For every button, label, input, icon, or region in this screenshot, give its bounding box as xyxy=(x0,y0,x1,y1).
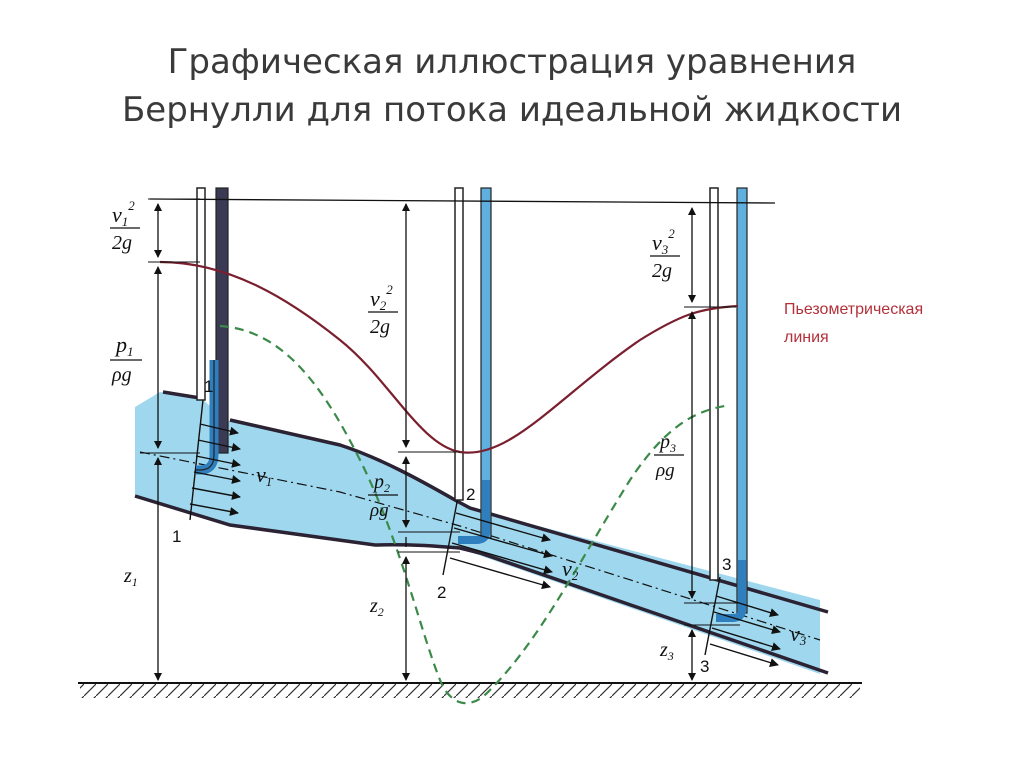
piezometer-tube-3 xyxy=(709,187,748,622)
piezometric-label-line-1: Пьезометрическая xyxy=(784,301,923,318)
slide-title: Графическая иллюстрация уравнения Бернул… xyxy=(0,38,1024,134)
dimension-ticks xyxy=(140,198,740,626)
svg-text:2g: 2g xyxy=(370,316,390,338)
fluid-body xyxy=(135,392,820,674)
svg-text:p2: p2 xyxy=(372,471,390,495)
title-line-1: Графическая иллюстрация уравнения xyxy=(167,42,857,82)
svg-text:v12: v12 xyxy=(112,198,135,229)
label-flow-v1: v1 xyxy=(256,462,272,489)
section-2-top: 2 xyxy=(466,485,475,504)
svg-text:2g: 2g xyxy=(652,260,672,282)
label-z1: z1 xyxy=(123,565,138,589)
section-2-bottom: 2 xyxy=(437,583,446,602)
svg-text:ρg: ρg xyxy=(111,364,132,386)
piezometric-label-line-2: линия xyxy=(784,329,829,346)
label-v3-squared-over-2g: v32 2g xyxy=(650,226,680,282)
ground xyxy=(78,682,862,698)
svg-text:v22: v22 xyxy=(370,282,393,313)
label-v2-squared-over-2g: v22 2g xyxy=(368,282,398,338)
pipe-centerline xyxy=(139,451,821,641)
dashed-curve xyxy=(219,324,731,705)
label-flow-v2: v2 xyxy=(562,556,579,583)
label-p2-over-rho-g: p2 ρg xyxy=(368,471,398,521)
section-3-top: 3 xyxy=(722,555,731,574)
velocity-profile-1 xyxy=(189,423,241,516)
svg-text:p1: p1 xyxy=(114,332,134,359)
velocity-profile-3 xyxy=(709,595,781,667)
piezometer-tube-1 xyxy=(196,187,229,475)
label-z2: z2 xyxy=(369,595,384,619)
label-flow-v3: v3 xyxy=(790,621,807,648)
label-p1-over-rho-g: p1 ρg xyxy=(110,332,142,386)
piezometer-tube-2 xyxy=(454,187,492,544)
section-3-bottom: 3 xyxy=(700,657,709,676)
section-lines xyxy=(189,399,721,656)
velocity-profile-2 xyxy=(449,512,553,590)
svg-text:v32: v32 xyxy=(652,226,675,257)
svg-text:ρg: ρg xyxy=(655,460,675,481)
energy-line xyxy=(149,198,776,204)
svg-text:p3: p3 xyxy=(658,431,676,455)
label-v1-squared-over-2g: v12 2g xyxy=(110,198,140,254)
label-p3-over-rho-g: p3 ρg xyxy=(654,431,684,481)
svg-text:2g: 2g xyxy=(112,232,132,254)
section-1-top: 1 xyxy=(204,377,213,396)
title-line-2: Бернулли для потока идеальной жидкости xyxy=(121,90,903,130)
section-1-bottom: 1 xyxy=(172,527,181,546)
svg-text:ρg: ρg xyxy=(369,500,389,521)
label-z3: z3 xyxy=(659,639,674,663)
